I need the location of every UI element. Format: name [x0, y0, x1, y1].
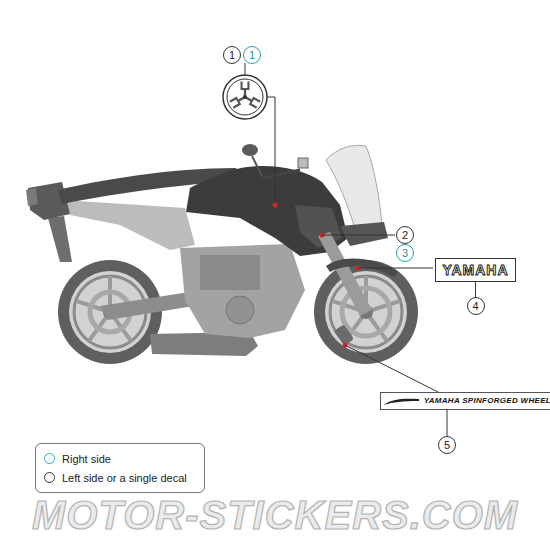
leader-line: [322, 235, 395, 236]
decal-box: YAMAHA SPINFORGED WHEEL: [380, 392, 550, 410]
callout-number: 2: [402, 230, 408, 241]
decal-position-dot: [273, 203, 278, 208]
callout-circle: 2: [396, 226, 414, 244]
yamaha-logo: [229, 93, 247, 109]
legend-text: Right side: [62, 453, 111, 465]
leader-line: [345, 345, 438, 392]
callout-circle: 1: [223, 46, 241, 64]
mirror: [242, 144, 258, 156]
callout-number: 3: [402, 248, 408, 259]
leader-line: [267, 97, 275, 202]
yamaha-logo: [243, 95, 247, 99]
callout-circle: 5: [438, 436, 456, 454]
legend-swatch: [44, 472, 55, 483]
yamaha-logo: [227, 79, 263, 115]
legend-row: Left side or a single decal: [44, 468, 196, 487]
callout-circle: 1: [243, 46, 261, 64]
leader-line: [358, 268, 433, 269]
decal-position-dot: [273, 203, 361, 348]
callout-number: 1: [229, 50, 235, 61]
callout-circle: 3: [396, 244, 414, 262]
callout-number: 1: [249, 50, 255, 61]
yamaha-logo: [223, 75, 267, 119]
swoosh-graphic: [381, 393, 421, 409]
yamaha-logo: [241, 82, 250, 98]
subframe: [62, 200, 195, 250]
decal-text: YAMAHA: [442, 263, 508, 277]
yamaha-logo: [229, 82, 260, 109]
leader-line: [475, 282, 476, 297]
front-wheel: [334, 324, 354, 346]
decal-box: YAMAHA: [435, 258, 516, 282]
callout-number: 4: [472, 301, 478, 312]
front-fork: [318, 232, 372, 316]
engine-detail: [200, 255, 260, 290]
swoosh-graphic: [384, 399, 419, 405]
engine-cover: [226, 296, 254, 324]
legend-row: Right side: [44, 449, 196, 468]
legend-box: Right sideLeft side or a single decal: [35, 443, 205, 493]
mirror-stalk: [252, 156, 262, 176]
decal-text: YAMAHA SPINFORGED WHEEL: [424, 397, 550, 405]
yamaha-logo: [223, 75, 267, 119]
motorcycle-illustration: [26, 144, 418, 364]
windscreen: [326, 145, 382, 232]
yamaha-logo: [243, 93, 261, 109]
callout-circle: 4: [467, 297, 485, 315]
license-hanger: [48, 216, 72, 262]
legend-text: Left side or a single decal: [62, 472, 187, 484]
reservoir: [298, 158, 308, 168]
leader-line: [447, 410, 448, 436]
watermark-text: MOTOR-STICKERS.COM: [32, 495, 518, 535]
callout-number: 5: [444, 440, 450, 451]
headlight: [340, 222, 388, 246]
handlebar: [262, 170, 300, 178]
leader-line: [245, 63, 246, 75]
engine: [180, 244, 305, 338]
legend-swatch: [44, 453, 55, 464]
tail-light: [26, 188, 38, 206]
leader-line: [245, 63, 438, 392]
